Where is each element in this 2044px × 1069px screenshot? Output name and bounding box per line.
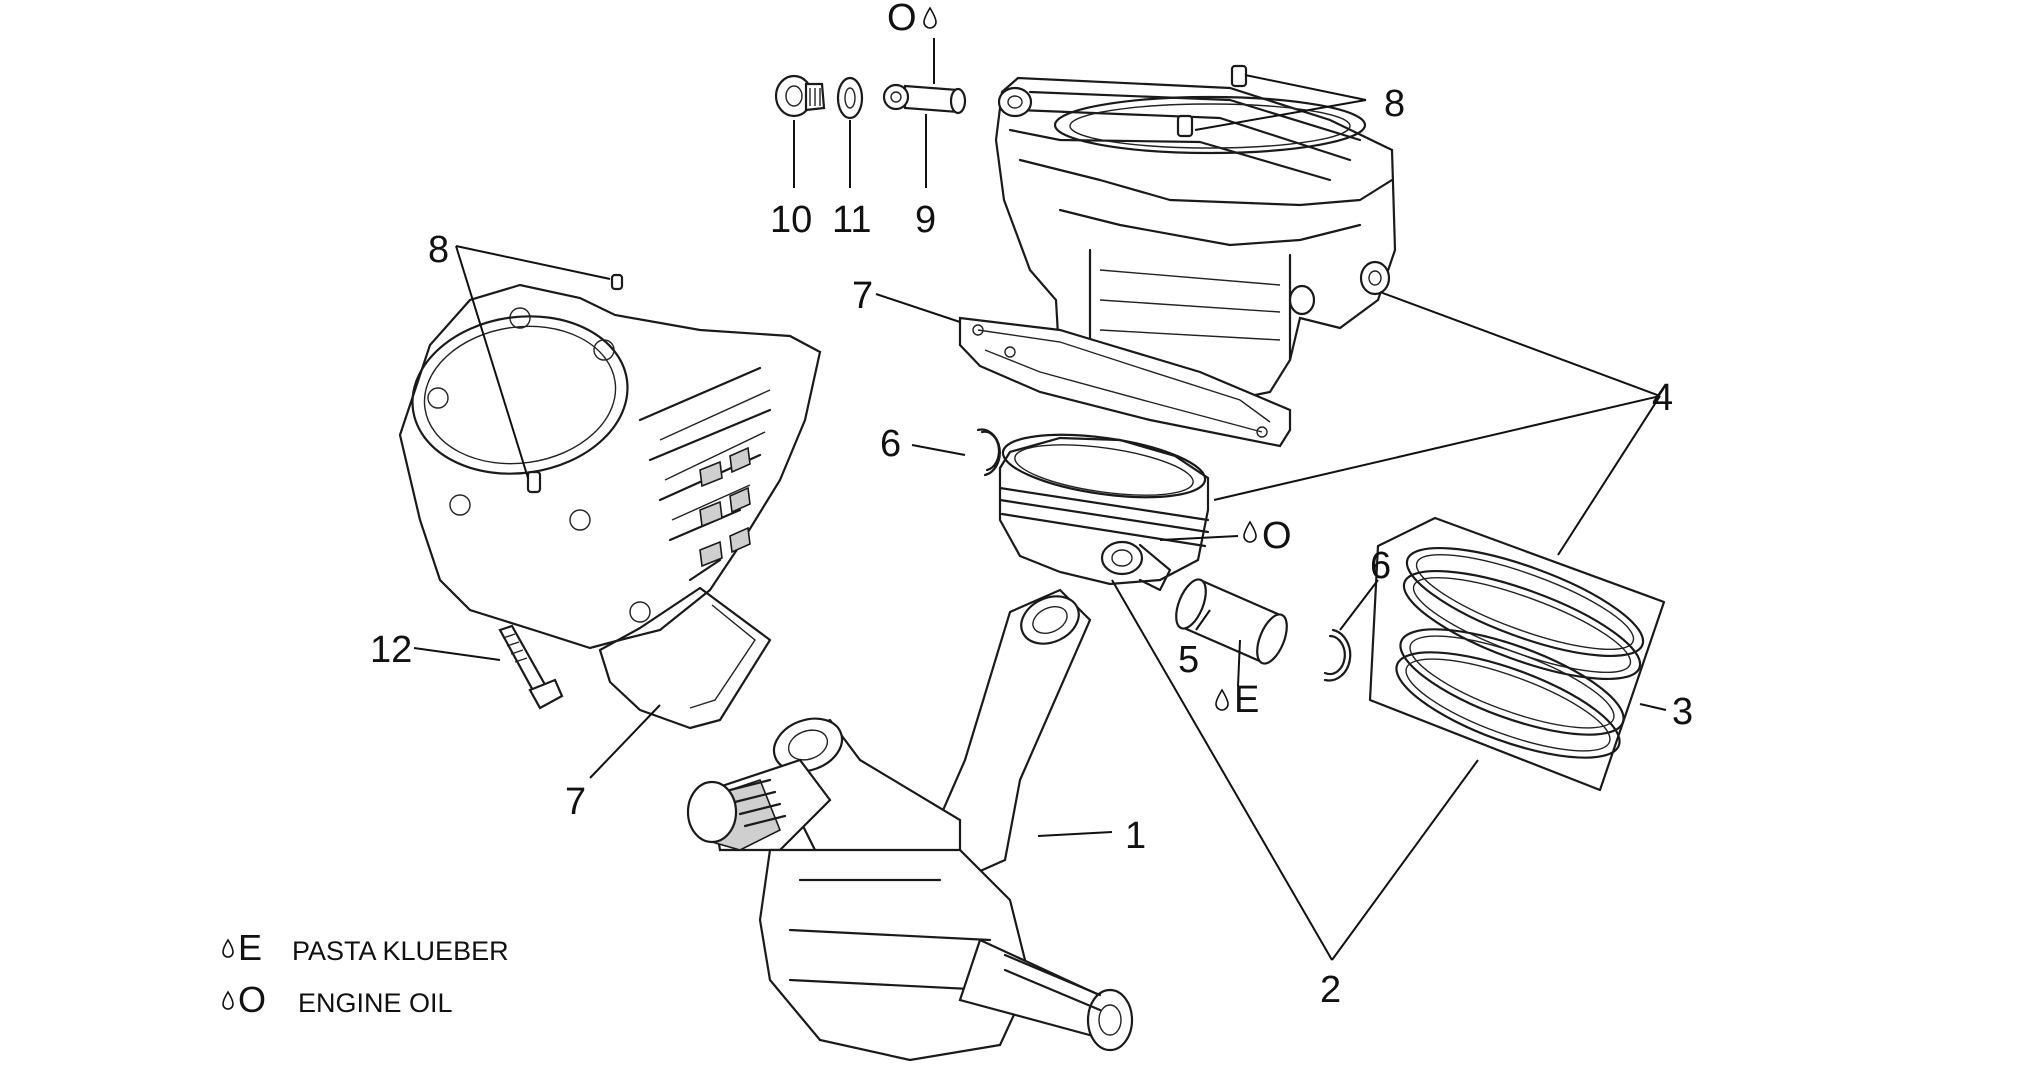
legend-item-paste: E PASTA KLUEBER [222, 927, 509, 968]
rear-cylinder [994, 64, 1397, 404]
piston-ring-set [1368, 516, 1666, 792]
piston [998, 433, 1210, 592]
callout-12: 12 [370, 629, 412, 671]
callout-2: 2 [1320, 969, 1341, 1011]
circlip-right [1323, 628, 1352, 682]
oil-marker-top: O [887, 0, 937, 39]
callout-4: 4 [1652, 377, 1673, 419]
svg-text:E: E [1234, 679, 1259, 721]
oil-drop-icon [923, 6, 937, 29]
callout-5: 5 [1178, 639, 1199, 681]
oil-drop-icon [1243, 520, 1257, 543]
callout-7-top: 7 [852, 275, 873, 317]
callout-1: 1 [1125, 815, 1146, 857]
callout-labels: 1 2 3 4 5 6 6 7 7 8 8 9 10 11 12 [370, 83, 1693, 1011]
oil-marker-piston: O [1243, 515, 1292, 557]
circlip-left [976, 428, 1001, 477]
dowel-front-top [610, 273, 624, 291]
base-gasket-rear [958, 316, 1292, 448]
lubrication-markers: O O E [887, 0, 1292, 721]
callout-7-bottom: 7 [565, 781, 586, 823]
callout-10: 10 [770, 199, 812, 241]
klueber-marker-pin: E [1215, 679, 1259, 721]
svg-text:ENGINE OIL: ENGINE OIL [298, 988, 453, 1018]
oil-drop-icon [222, 990, 234, 1010]
callout-6-right: 6 [1370, 545, 1391, 587]
sealing-washer [836, 76, 864, 120]
svg-text:O: O [1262, 515, 1292, 557]
callout-9: 9 [915, 199, 936, 241]
plug-screw [774, 74, 826, 118]
paste-drop-icon [1215, 688, 1229, 711]
callout-3: 3 [1672, 691, 1693, 733]
crankshaft [686, 588, 1134, 1062]
callout-8-left: 8 [428, 229, 449, 271]
stud-bolt [498, 624, 564, 710]
svg-text:O: O [887, 0, 917, 39]
callout-8-top: 8 [1384, 83, 1405, 125]
svg-text:E: E [238, 927, 262, 968]
chain-tensioner-pin [882, 83, 967, 115]
svg-text:O: O [238, 979, 266, 1020]
svg-text:PASTA KLUEBER: PASTA KLUEBER [292, 936, 509, 966]
front-cylinder [398, 283, 822, 730]
leader-lines [413, 38, 1667, 961]
legend-item-oil: O ENGINE OIL [222, 979, 453, 1020]
paste-drop-icon [222, 938, 234, 958]
callout-6-left: 6 [880, 423, 901, 465]
legend: E PASTA KLUEBER O ENGINE OIL [222, 927, 509, 1020]
piston-pin [1175, 578, 1288, 665]
callout-11: 11 [832, 199, 871, 241]
